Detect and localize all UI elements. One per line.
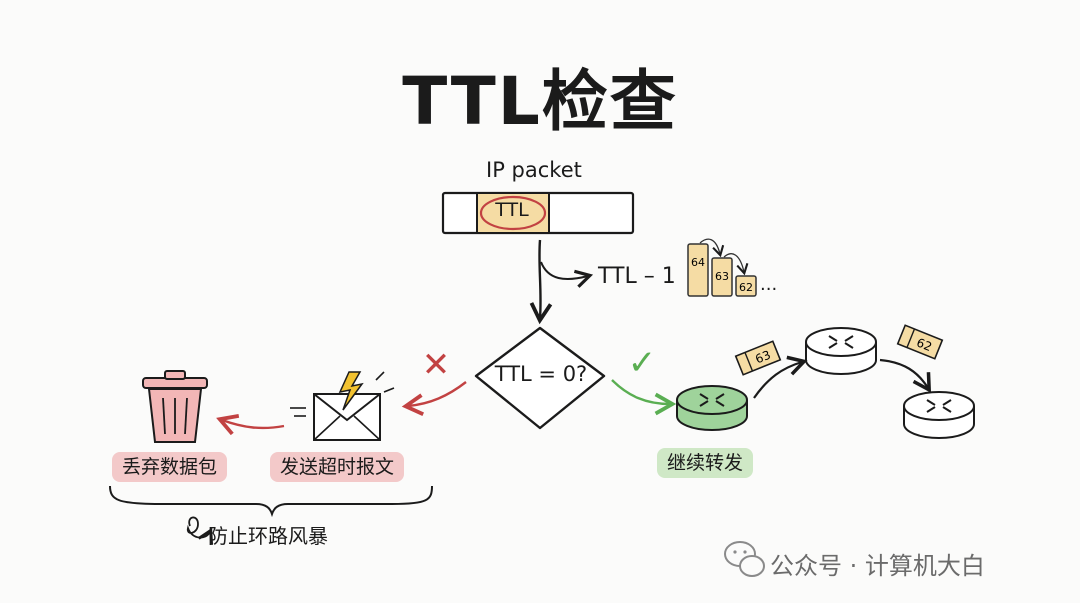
- trash-icon: [142, 370, 208, 443]
- wechat-icon: [724, 541, 765, 577]
- forward-arrow: [611, 379, 677, 416]
- countdown-63: 63: [715, 270, 729, 283]
- hop-arrow-2: [879, 358, 932, 393]
- countdown-64: 64: [691, 256, 705, 269]
- diagram-title: TTL检查: [402, 63, 678, 140]
- svg-text:62: 62: [915, 335, 934, 354]
- router-current: [676, 385, 748, 431]
- hop-arrow-1: [753, 355, 808, 399]
- ip-packet: [441, 191, 635, 235]
- discard-packet-label: 丢弃数据包: [112, 452, 228, 482]
- svg-text:63: 63: [753, 348, 772, 367]
- router-next-2: [903, 391, 975, 439]
- ttl-decrement-label: TTL – 1: [598, 264, 676, 289]
- countdown-ellipsis: ...: [760, 274, 778, 295]
- ttl-tag-63: 63: [734, 340, 782, 376]
- ttl-field-label: TTL: [495, 199, 529, 221]
- decision-label: TTL = 0?: [494, 362, 588, 386]
- countdown-62: 62: [739, 281, 753, 294]
- cross-mark: ✕: [422, 345, 451, 385]
- timeout-message-icon: [290, 371, 395, 441]
- prevent-loop-storm-label: 防止环路风暴: [208, 524, 328, 548]
- drop-arrow: [401, 381, 467, 416]
- router-next-1: [805, 327, 877, 375]
- decision-diamond: [474, 326, 606, 430]
- continue-forward-label: 继续转发: [657, 448, 754, 478]
- summary-brace: [109, 485, 433, 518]
- ttl-countdown-icons: 64 63 62: [687, 238, 757, 297]
- check-mark: ✓: [628, 343, 657, 383]
- send-timeout-label: 发送超时报文: [270, 452, 405, 482]
- watermark-text: 公众号 · 计算机大白: [770, 552, 985, 580]
- ttl-tag-62: 62: [896, 324, 944, 360]
- decrement-arrow: [540, 261, 594, 288]
- down-arrow: [529, 239, 553, 325]
- discard-arrow: [216, 414, 285, 436]
- ip-packet-label: IP packet: [486, 158, 582, 182]
- ttl-field-circle: [479, 195, 547, 231]
- loop-icon: [186, 516, 214, 545]
